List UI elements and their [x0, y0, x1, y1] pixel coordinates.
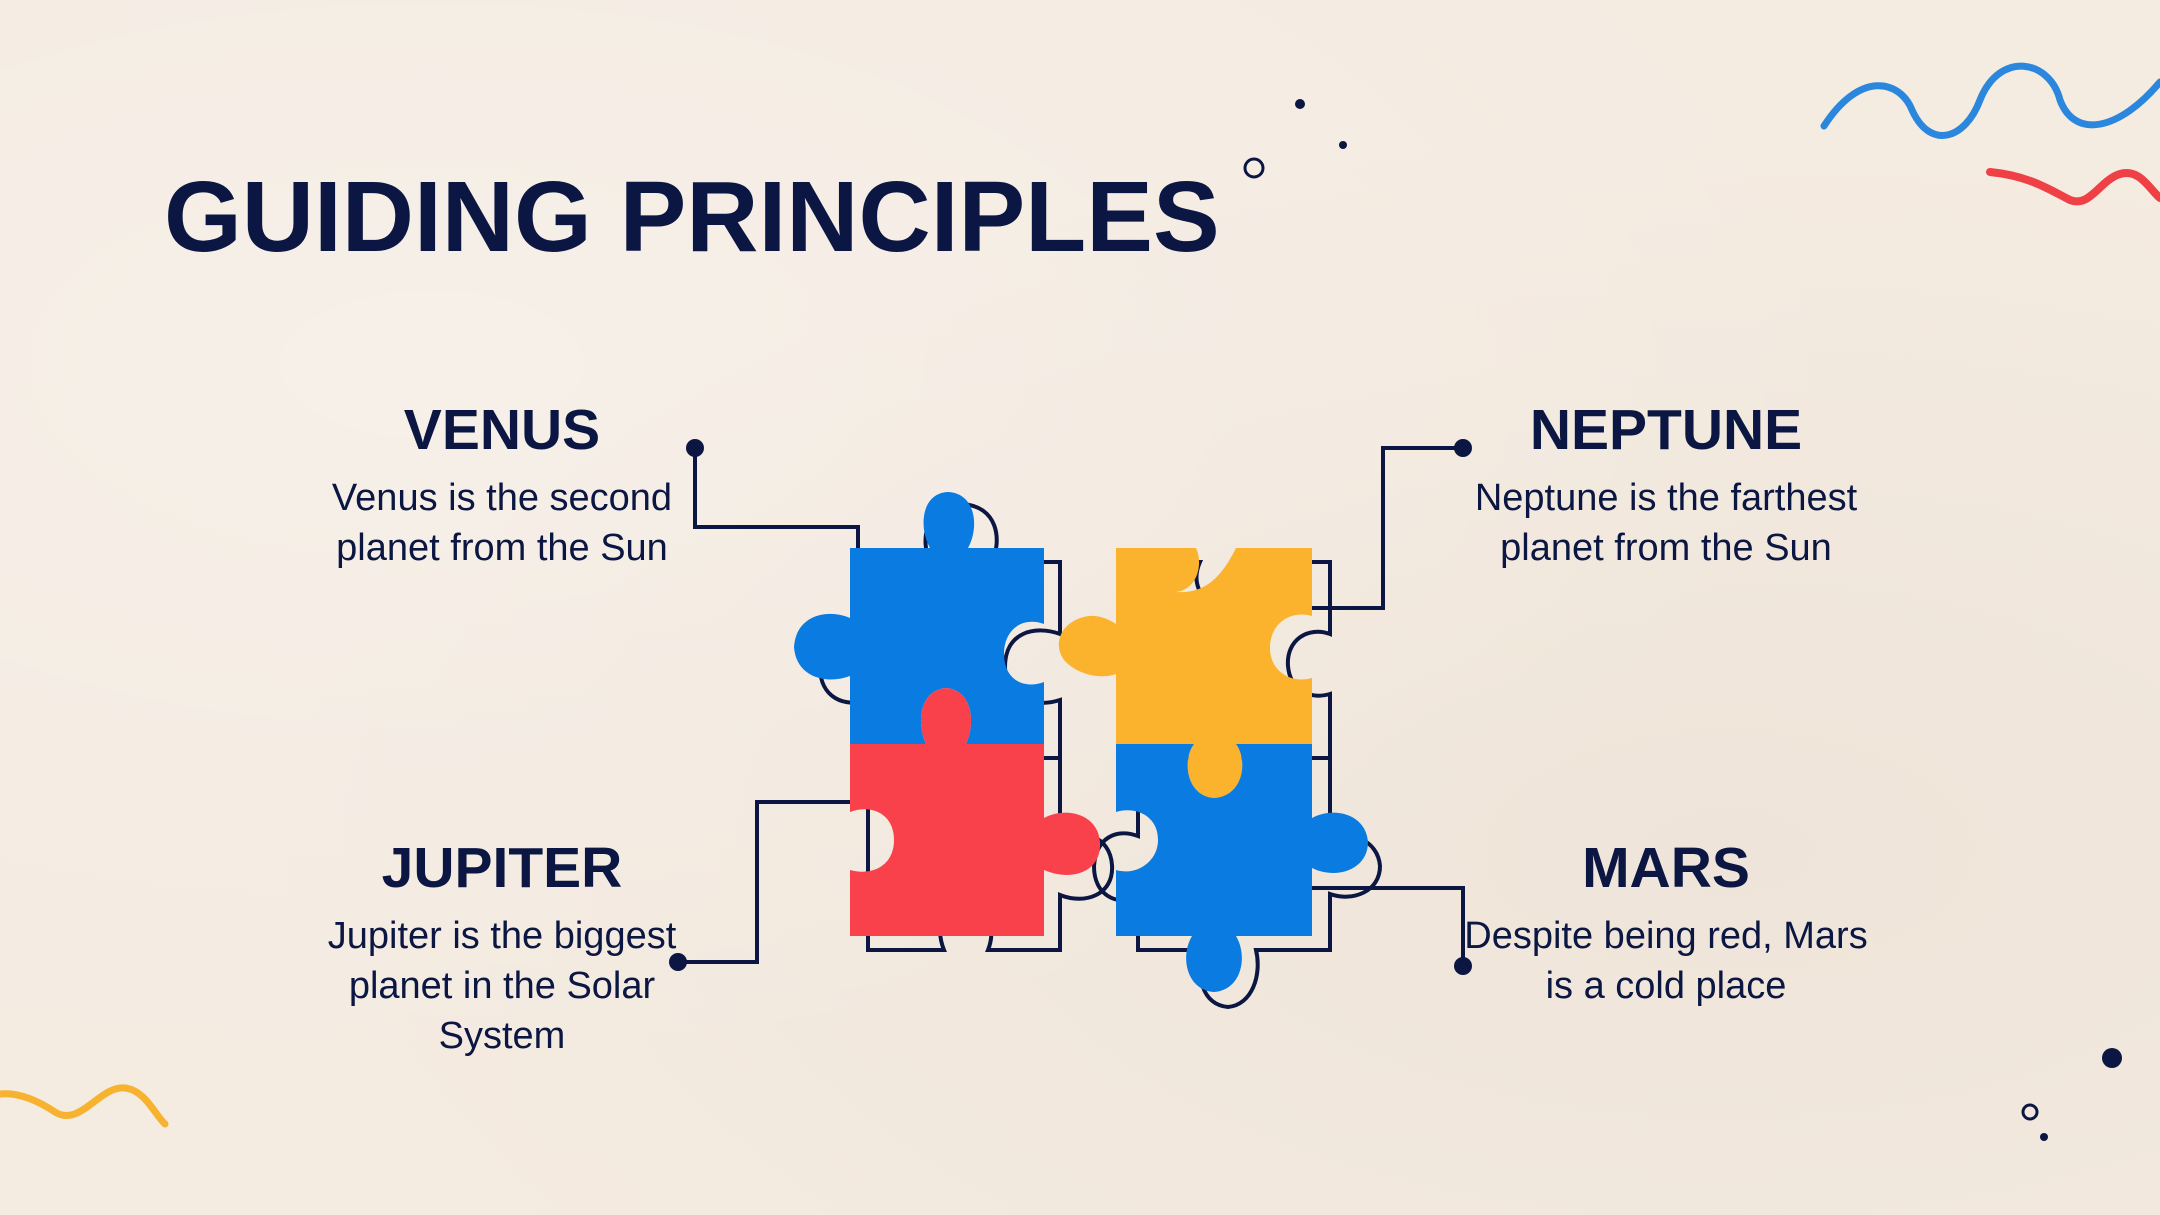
- ring-decoration: [2021, 1103, 2039, 1121]
- connector-dot-jupiter: [669, 953, 687, 971]
- principle-venus: VENUS Venus is the second planet from th…: [292, 402, 712, 573]
- principle-description: Venus is the second planet from the Sun: [331, 477, 673, 569]
- connector-dot-neptune: [1454, 439, 1472, 457]
- connector-dot-mars: [1454, 957, 1472, 975]
- dot-decoration: [2040, 1133, 2048, 1141]
- principle-description: Despite being red, Mars is a cold place: [1464, 915, 1868, 1007]
- connector-jupiter: [678, 800, 858, 964]
- dot-decoration: [1339, 141, 1347, 149]
- slide-title: GUIDING PRINCIPLES: [164, 161, 1220, 273]
- dot-decoration: [2102, 1048, 2122, 1068]
- puzzle-piece-blue-bottom: [1116, 744, 1368, 992]
- principle-description: Jupiter is the biggest planet in the Sol…: [327, 915, 677, 1057]
- principle-neptune: NEPTUNE Neptune is the farthest planet f…: [1456, 402, 1876, 573]
- ring-decoration: [1243, 157, 1265, 179]
- connector-mars: [1312, 886, 1465, 966]
- principle-heading: VENUS: [403, 398, 601, 462]
- principle-mars: MARS Despite being red, Mars is a cold p…: [1456, 840, 1876, 1011]
- connector-venus: [693, 448, 860, 550]
- puzzle-outline: [1091, 756, 1383, 1010]
- connector-dot-venus: [686, 439, 704, 457]
- dot-decoration: [1295, 99, 1305, 109]
- principle-heading: MARS: [1582, 836, 1750, 900]
- principle-heading: NEPTUNE: [1529, 398, 1803, 462]
- red-squiggle: [1986, 168, 2160, 206]
- puzzle-piece-blue-top: [794, 492, 1044, 744]
- principle-heading: JUPITER: [381, 836, 623, 900]
- connector-neptune: [1312, 446, 1463, 610]
- principle-description: Neptune is the farthest planet from the …: [1474, 477, 1858, 569]
- yellow-squiggle: [0, 1084, 169, 1128]
- puzzle-piece-yellow-top: [1058, 548, 1312, 798]
- puzzle-piece-red-bottom: [850, 688, 1101, 936]
- principle-jupiter: JUPITER Jupiter is the biggest planet in…: [292, 840, 712, 1061]
- blue-squiggle: [1820, 62, 2160, 139]
